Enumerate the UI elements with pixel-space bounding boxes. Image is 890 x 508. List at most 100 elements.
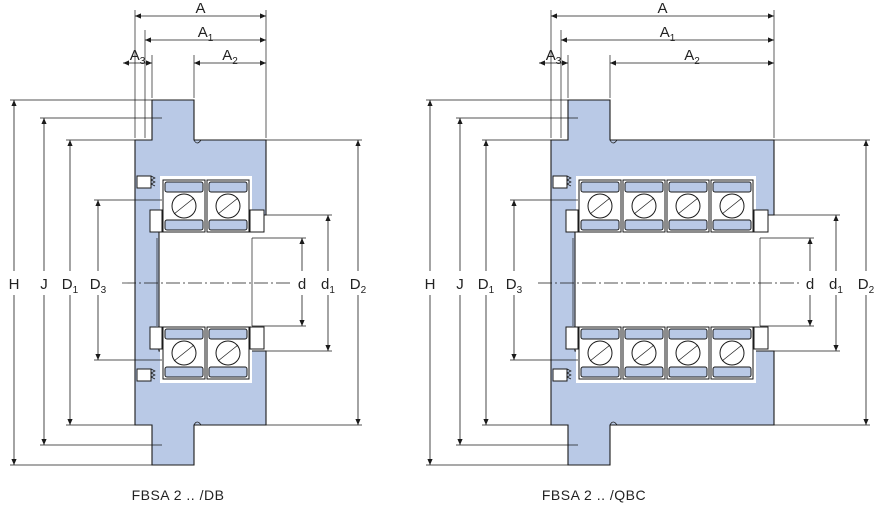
dim-d1-label-subscript: 1 <box>329 285 335 296</box>
dim-A1-label-base: A <box>660 24 670 41</box>
dim-A2-label-subscript: 2 <box>694 56 700 67</box>
dim-A-label: A <box>657 0 667 17</box>
spacer-left <box>565 326 579 350</box>
inner-ring <box>208 219 248 231</box>
dim-d-label: d <box>806 276 814 293</box>
dim-A2-label: A2 <box>222 47 238 67</box>
dim-J-arrow-bottom <box>457 439 463 445</box>
spacer-left <box>149 326 163 350</box>
dim-A-arrow-left <box>551 13 557 19</box>
dim-A3-label-subscript: 3 <box>556 56 562 67</box>
dim-J-label-bg <box>33 271 55 295</box>
dim-D1-label-base: D <box>62 276 73 293</box>
dim-H-arrow-top <box>11 100 17 106</box>
dim-A3-label-base: A <box>130 47 140 64</box>
dim-d1-arrow-bottom <box>325 345 331 351</box>
screw-thread <box>150 368 156 380</box>
dim-A1-label: A1 <box>660 24 676 44</box>
caption: FBSA 2 .. /DB <box>132 487 225 503</box>
dim-d-arrow-top <box>299 238 305 244</box>
outer-ring <box>580 181 620 193</box>
dim-d1-label-subscript: 1 <box>837 285 843 296</box>
dim-A1-label-subscript: 1 <box>208 33 214 44</box>
dim-D1-label-subscript: 1 <box>73 285 79 296</box>
dim-D2-label-bg <box>855 271 877 295</box>
inner-ring <box>580 366 620 378</box>
flange-fillet-top <box>609 139 618 144</box>
inner-ring <box>208 366 248 378</box>
dim-A2-arrow-right <box>260 60 266 66</box>
dim-D2-label: D2 <box>350 276 367 296</box>
contact-line <box>677 344 699 362</box>
dim-J-label: J <box>456 276 464 293</box>
dim-A2-arrow-left <box>610 60 616 66</box>
inner-ring <box>164 219 204 231</box>
dim-A1-label: A1 <box>198 24 214 44</box>
dim-H-label: H <box>9 276 20 293</box>
dim-D1-label: D1 <box>62 276 79 296</box>
inner-ring <box>668 366 708 378</box>
outer-ring <box>624 181 664 193</box>
grub-screw <box>552 175 568 189</box>
spacer-right <box>753 326 769 350</box>
outer-ring <box>208 181 248 193</box>
dim-H-label: H <box>425 276 436 293</box>
contact-line <box>633 344 655 362</box>
dim-d1-label-base: d <box>829 276 837 293</box>
dim-J-label: J <box>40 276 48 293</box>
dim-d-arrow-bottom <box>807 320 813 326</box>
spacer-left <box>149 209 163 233</box>
dim-A-label: A <box>195 0 205 17</box>
housing-body <box>550 99 775 466</box>
inner-ring <box>164 366 204 378</box>
flange-fillet-bottom <box>193 421 202 426</box>
dim-d-label-bg <box>291 271 313 295</box>
contact-line <box>677 197 699 215</box>
dim-A1-label-base: A <box>198 24 208 41</box>
contact-line <box>173 197 195 215</box>
screw-thread <box>150 175 156 187</box>
contact-line <box>173 344 195 362</box>
dim-H-arrow-top <box>427 100 433 106</box>
dim-D3-arrow-bottom <box>511 354 517 360</box>
dim-d1-label-base: d <box>321 276 329 293</box>
dim-d1-arrow-bottom <box>833 345 839 351</box>
dim-d1-arrow-top <box>833 215 839 221</box>
dim-D3-label-base: D <box>506 276 517 293</box>
dim-J-arrow-top <box>41 118 47 124</box>
dim-D2-label-base: D <box>350 276 361 293</box>
dim-D2-arrow-top <box>863 140 869 146</box>
dim-J-arrow-bottom <box>41 439 47 445</box>
contact-line <box>589 197 611 215</box>
contact-line <box>217 344 239 362</box>
contact-line <box>633 197 655 215</box>
outer-ring <box>712 181 752 193</box>
dim-d1-label-bg <box>317 271 339 295</box>
dim-A3-arrow-left <box>123 60 129 66</box>
dim-A-label-base: A <box>195 0 205 17</box>
caption: FBSA 2 .. /QBC <box>542 487 646 503</box>
dim-A-arrow-right <box>260 13 266 19</box>
outer-ring <box>712 328 752 340</box>
dim-A2-label-base: A <box>684 47 694 64</box>
contact-line <box>721 344 743 362</box>
dim-D3-arrow-top <box>511 200 517 206</box>
spacer-right <box>249 209 265 233</box>
dim-A3-label-base: A <box>546 47 556 64</box>
dim-D3-label-bg <box>503 271 525 295</box>
contact-line <box>217 197 239 215</box>
grub-screw <box>136 368 152 382</box>
housing-body <box>134 99 267 466</box>
inner-ring <box>624 366 664 378</box>
dim-D2-label-subscript: 2 <box>361 285 367 296</box>
spacer-right <box>249 326 265 350</box>
dim-D1-label-subscript: 1 <box>489 285 495 296</box>
dim-D1-arrow-top <box>67 140 73 146</box>
screw-thread <box>566 175 572 187</box>
dim-J-arrow-top <box>457 118 463 124</box>
dim-D2-label-subscript: 2 <box>869 285 875 296</box>
dim-A-arrow-left <box>135 13 141 19</box>
